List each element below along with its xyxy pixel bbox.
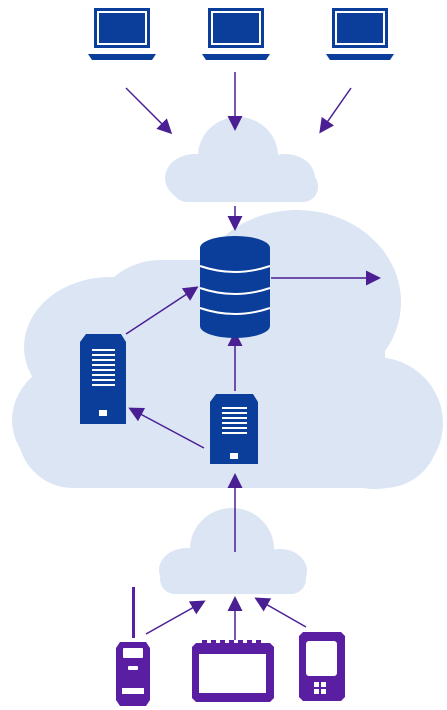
laptop-left-icon (88, 8, 156, 60)
laptop-right-icon (326, 8, 394, 60)
top-cloud-icon (165, 117, 318, 202)
left-server-icon (80, 334, 126, 424)
tablet-tester-icon (299, 632, 345, 701)
arrow-right-laptop-to-top-cloud (319, 87, 352, 134)
center-server-icon (210, 394, 258, 464)
connection-arrows (125, 72, 381, 640)
arrow-radio-to-bottom-cloud (145, 600, 206, 635)
arrow-center-server-to-left-server (128, 407, 205, 449)
database-icon (199, 236, 271, 338)
arrow-left-laptop-to-top-cloud (125, 87, 173, 135)
arrow-tablet-to-bottom-cloud (254, 597, 307, 628)
bottom-cloud-icon (159, 508, 307, 594)
arrow-left-server-to-database (125, 286, 199, 335)
laptop-middle-icon (202, 8, 270, 60)
field-tester-icon (192, 640, 274, 702)
handheld-radio-icon (116, 587, 150, 706)
